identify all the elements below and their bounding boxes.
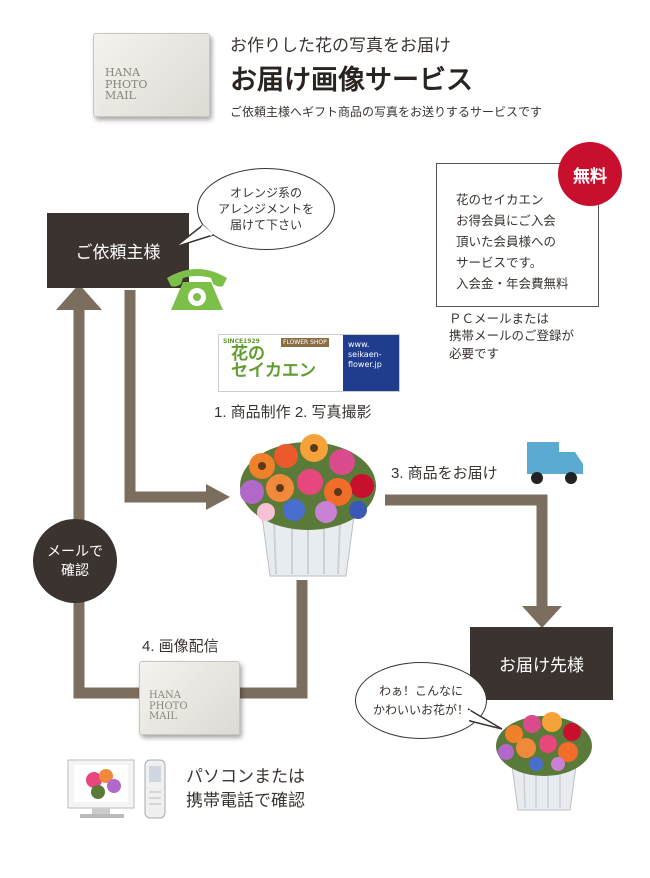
recipient-bouquet-image <box>496 712 592 811</box>
info-box-text: 花のセイカエン お得会員にご入会 頂いた会員様への サービスです。 入会金・年会… <box>456 193 569 291</box>
info-note: ＰＣメールまたは 携帯メールのご登録が 必要です <box>449 312 575 361</box>
arrow-client-to-bouquet <box>124 290 210 503</box>
client-bubble-text: オレンジ系の アレンジメントを 届けて下さい <box>217 185 314 233</box>
telephone-icon <box>167 269 227 310</box>
client-bubble-tail <box>175 225 215 248</box>
delivery-envelope-text: HANA PHOTO MAIL <box>149 690 188 722</box>
logo-url-panel: www. seikaen- flower.jp <box>343 335 399 391</box>
recipient-bubble-tail <box>468 708 503 730</box>
shop-logo: SINCE1929 FLOWER SHOP 花の セイカエン www. seik… <box>218 334 400 392</box>
client-box: ご依頼主様 <box>47 213 189 288</box>
flower-bouquet-image <box>240 434 376 577</box>
mobile-phone-icon <box>144 759 166 819</box>
step-1-2-caption: 1. 商品制作 2. 写真撮影 <box>214 404 372 421</box>
header-envelope: HANA PHOTO MAIL <box>93 33 210 117</box>
mail-check-label: メールで 確認 <box>47 543 103 578</box>
device-caption: パソコンまたは 携帯電話で確認 <box>186 767 305 810</box>
client-label: ご依頼主様 <box>75 243 161 262</box>
recipient-bubble-text: わぁ！こんなに かわいいお花が！ <box>372 683 469 717</box>
free-badge: 無料 <box>558 142 622 206</box>
pc-monitor-icon <box>67 759 135 818</box>
delivery-truck-icon <box>527 442 583 484</box>
arrowhead-down <box>522 606 562 628</box>
free-badge-label: 無料 <box>573 166 607 186</box>
header-envelope-text: HANA PHOTO MAIL <box>105 66 148 103</box>
recipient-box: お届け先様 <box>470 627 613 700</box>
header-subtitle: お作りした花の写真をお届け <box>230 36 451 55</box>
mail-check-circle: メールで 確認 <box>33 519 117 603</box>
logo-shop-tag: FLOWER SHOP <box>281 338 329 347</box>
header-description: ご依頼主様へギフト商品の写真をお送りするサービスです <box>230 105 543 119</box>
arrowhead-up <box>56 284 102 310</box>
step-3-caption: 3. 商品をお届け <box>391 465 498 482</box>
step-4-caption: 4. 画像配信 <box>142 638 219 655</box>
arrowhead-right <box>206 484 230 510</box>
page-title: お届け画像サービス <box>230 65 473 95</box>
logo-since: SINCE1929 <box>223 338 260 345</box>
arrow-bouquet-to-recipient <box>385 494 548 610</box>
client-bubble: オレンジ系の アレンジメントを 届けて下さい <box>197 168 335 250</box>
logo-name: 花の セイカエン <box>231 344 316 381</box>
recipient-label: お届け先様 <box>499 656 584 675</box>
recipient-bubble: わぁ！こんなに かわいいお花が！ <box>355 662 487 739</box>
logo-url: www. seikaen- flower.jp <box>348 340 382 369</box>
delivery-envelope: HANA PHOTO MAIL <box>139 661 240 735</box>
